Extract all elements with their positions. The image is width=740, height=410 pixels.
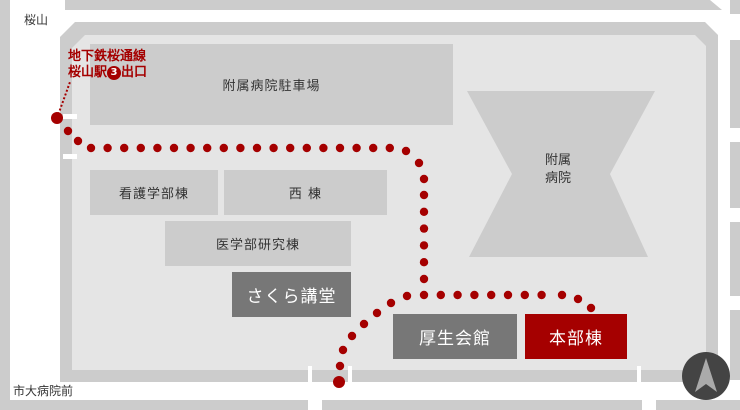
building-welfare-hall[interactable]: 厚生会館 xyxy=(393,314,517,359)
exit-number-badge: 3 xyxy=(107,66,122,80)
bus-stop-label: 市大病院前 xyxy=(13,384,74,398)
building-parking[interactable]: 附属病院駐車場 xyxy=(90,44,453,125)
station-name: 桜山駅 xyxy=(68,65,108,80)
hospital-building-shape xyxy=(467,91,655,257)
building-medical-research[interactable]: 医学部研究棟 xyxy=(165,221,351,266)
hospital-label-1: 附属 xyxy=(544,153,571,168)
hospital-label-2: 病院 xyxy=(544,171,571,186)
exit-label: 出口 xyxy=(121,65,148,80)
building-headquarters[interactable]: 本部棟 xyxy=(525,314,627,359)
station-line-name: 地下鉄桜通線 xyxy=(68,49,147,64)
building-nursing[interactable]: 看護学部棟 xyxy=(90,170,218,215)
area-label-sakurayama: 桜山 xyxy=(24,13,49,27)
building-west[interactable]: 西 棟 xyxy=(224,170,387,215)
building-sakura-hall[interactable]: さくら講堂 xyxy=(232,272,351,317)
building-hospital[interactable]: 附属 病院 xyxy=(520,152,596,188)
